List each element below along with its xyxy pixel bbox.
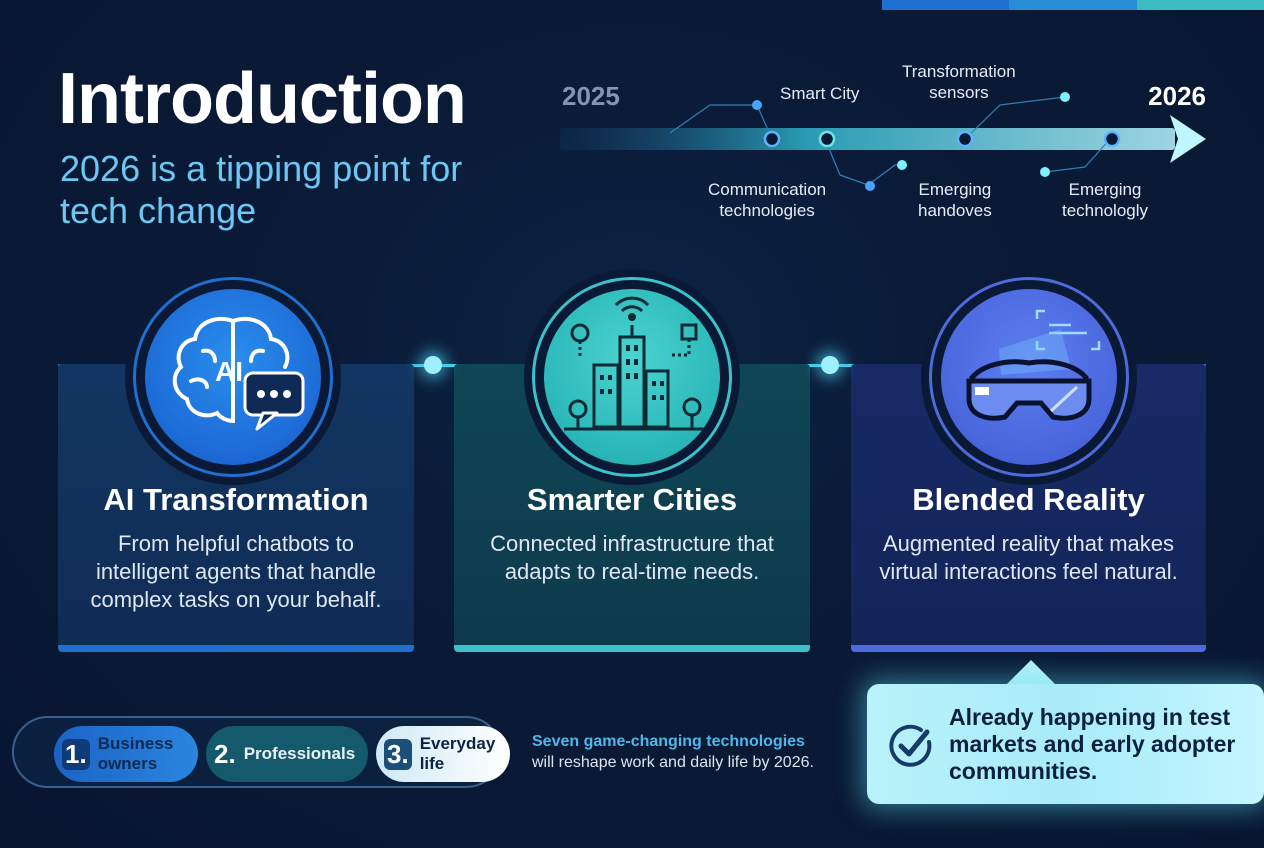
check-circle-icon (889, 724, 932, 767)
audience-number: 3. (384, 738, 412, 770)
accent-segment-teal (1136, 0, 1264, 10)
audience-label: Professionals (243, 744, 356, 763)
connector-dot (821, 356, 839, 374)
card-title: Blended Reality (912, 482, 1145, 517)
card-description: From helpful chatbots to intelligent age… (90, 531, 382, 612)
timeline-node-emerging-tech (1103, 130, 1121, 148)
tagline: Seven game-changing technologies will re… (532, 731, 814, 773)
audience-selector: 1. Business owners 2. Professionals 3. E… (12, 716, 510, 788)
ai-icon-text: AI (215, 356, 243, 387)
page-title: Introduction (58, 59, 467, 139)
callout-box: Already happening in test markets and ea… (867, 684, 1264, 804)
timeline-label-transformation-sensors: Transformation sensors (902, 62, 1016, 102)
timeline-label-smart-city: Smart City (780, 84, 860, 103)
card-title: Smarter Cities (526, 482, 738, 517)
audience-number: 2. (214, 738, 236, 769)
tagline-rest: will reshape work and daily life by 2026… (532, 754, 814, 771)
timeline-label-emerging-technologly: Emerging technologly (1062, 180, 1149, 220)
audience-everyday-life[interactable]: 3. Everyday life (376, 726, 510, 782)
city-icon-badge (532, 277, 732, 477)
accent-segment-mid (1009, 0, 1137, 10)
ai-icon-badge: AI (133, 277, 333, 477)
callout-text: Already happening in test markets and ea… (949, 704, 1236, 784)
timeline-start-year: 2025 (562, 81, 620, 111)
timeline-end-year: 2026 (1148, 81, 1206, 111)
timeline-node-smart-city (818, 130, 836, 148)
ar-glasses-icon (966, 309, 1101, 421)
ar-icon-badge (929, 277, 1129, 477)
audience-business-owners[interactable]: 1. Business owners (54, 726, 198, 782)
audience-label: Business owners (97, 734, 174, 773)
top-accent-bar (882, 0, 1264, 10)
timeline-label-emerging-handoves: Emerging handoves (918, 180, 992, 220)
card-title: AI Transformation (103, 482, 369, 517)
card-description: Connected infrastructure that adapts to … (490, 531, 774, 584)
timeline: 2025 2026 Smart City Transform (550, 55, 1230, 245)
accent-segment-blue (882, 0, 1010, 10)
audience-number: 1. (62, 738, 90, 770)
tagline-accent: Seven game-changing technologies (532, 733, 805, 750)
card-description: Augmented reality that makes virtual int… (879, 531, 1178, 584)
callout-pointer (1005, 660, 1057, 686)
timeline-node-transformation (956, 130, 974, 148)
timeline-label-communication: Communication technologies (708, 180, 827, 220)
connector-dot (424, 356, 442, 374)
smart-city-icon (564, 296, 704, 431)
audience-label: Everyday life (419, 734, 496, 773)
timeline-arrow (560, 92, 1206, 191)
ai-brain-chat-icon: AI (172, 317, 305, 431)
timeline-node-communication (763, 130, 781, 148)
page-subtitle: 2026 is a tipping point for tech change (60, 148, 463, 231)
audience-professionals[interactable]: 2. Professionals (206, 726, 368, 782)
